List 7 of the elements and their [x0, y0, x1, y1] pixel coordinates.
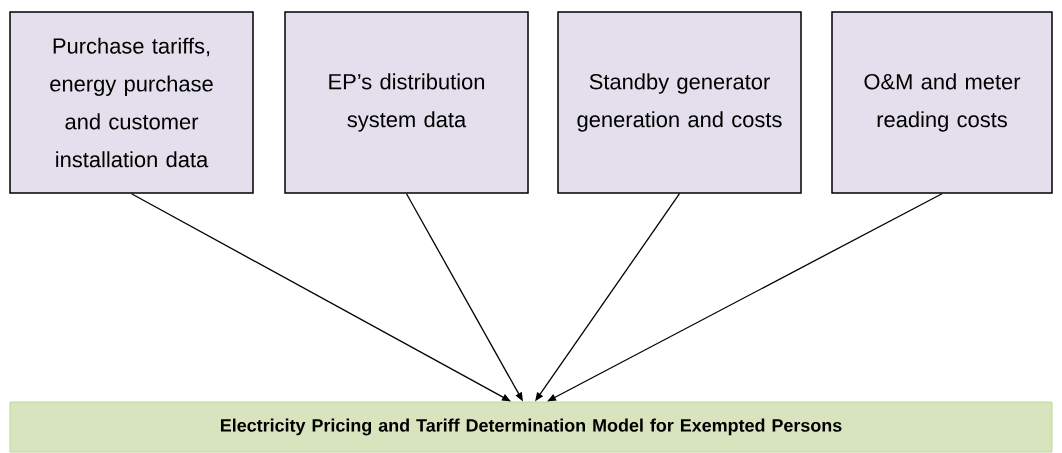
arrow — [130, 193, 511, 402]
input-box: EP’s distribution system data — [284, 11, 529, 194]
model-box: Electricity Pricing and Tariff Determination Model for Exempted Persons — [9, 401, 1053, 453]
input-box: Standby generator generation and costs — [557, 11, 802, 194]
input-box: Purchase tariffs, energy purchase and customer installation data — [9, 11, 254, 194]
input-box: O&M and meter reading costs — [831, 11, 1053, 194]
arrow — [547, 193, 943, 402]
